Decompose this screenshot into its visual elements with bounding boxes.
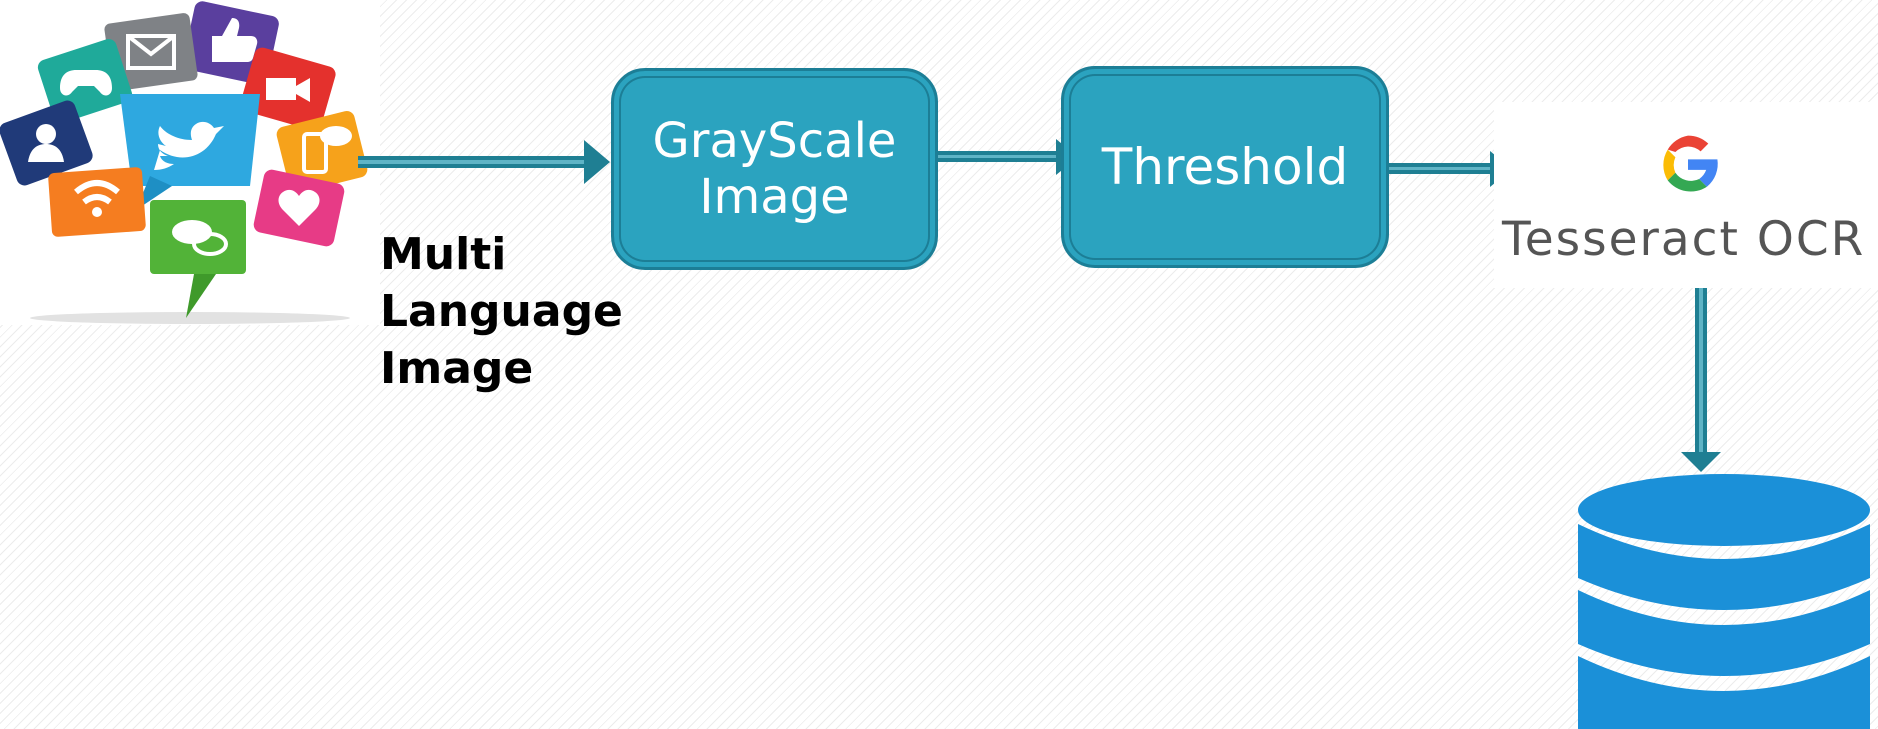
arrow-grayscale-to-threshold xyxy=(928,139,1078,175)
mail-icon xyxy=(104,13,198,91)
source-caption: Multi Language Image xyxy=(380,226,623,397)
grayscale-step-box: GrayScale Image xyxy=(611,68,938,270)
google-g-logo xyxy=(1663,135,1718,192)
twitter-bird-icon xyxy=(120,94,260,210)
social-media-icon-cluster xyxy=(0,0,380,325)
user-icon xyxy=(0,100,93,186)
wifi-icon xyxy=(48,167,146,237)
heart-icon xyxy=(253,169,345,247)
chat-bubble-icon xyxy=(150,200,246,318)
caption-line: Multi xyxy=(380,229,507,280)
grayscale-label-line: GrayScale xyxy=(652,113,897,169)
caption-line: Image xyxy=(380,343,534,394)
arrow-ocr-to-database xyxy=(1681,262,1721,472)
sms-phone-icon xyxy=(276,111,368,193)
gamepad-icon xyxy=(37,39,133,123)
tesseract-ocr-label: Tesseract OCR xyxy=(1502,212,1866,267)
ocr-panel xyxy=(1494,102,1878,288)
database-icon xyxy=(1578,474,1870,729)
grayscale-label-line: Image xyxy=(699,169,850,225)
arrow-image-to-grayscale xyxy=(358,140,610,184)
threshold-label: Threshold xyxy=(1101,138,1349,196)
video-camera-icon xyxy=(240,47,336,131)
threshold-step-box: Threshold xyxy=(1061,66,1389,268)
caption-line: Language xyxy=(380,286,623,337)
